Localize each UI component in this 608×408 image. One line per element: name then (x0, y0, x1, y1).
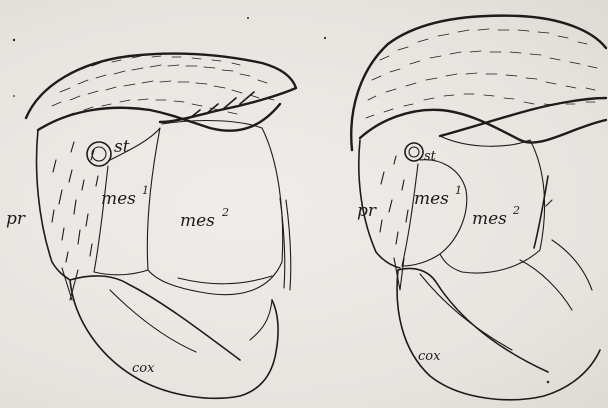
left-label-st: st (114, 137, 130, 157)
left-stigma-outer (87, 142, 111, 166)
right-coxa-outline (397, 270, 600, 400)
left-stigma-inner (92, 147, 106, 161)
right-mes2-outline (440, 136, 545, 273)
right-mes2-rear-tick (546, 200, 552, 206)
left-mes2-rear-line (286, 200, 291, 290)
right-stigma-outer (405, 143, 423, 161)
right-pr-hatching (380, 156, 408, 244)
left-coxa-top (70, 276, 240, 360)
left-coxa-outline (70, 280, 278, 398)
right-pr-mes1-suture (402, 164, 418, 266)
right-dorsal-sweep (440, 98, 606, 136)
right-label-mes2: mes (472, 209, 507, 229)
right-lower-curve (520, 260, 572, 310)
left-mes2-lower-line (178, 276, 272, 284)
right-label-mes1-sup: 1 (455, 184, 462, 197)
right-dorsal-lower-edge (360, 110, 606, 143)
right-dorsal-hatching (366, 29, 597, 118)
right-dorsal-outline (351, 16, 606, 150)
left-dorsal-hatching (52, 56, 274, 116)
right-label-mes1: mes (414, 189, 449, 209)
left-label-pr: pr (6, 209, 26, 229)
left-pr-hatching (52, 142, 98, 262)
left-label-mes2-sup: 2 (221, 206, 229, 219)
left-pr-mes1-suture (94, 166, 108, 272)
right-label-st: st (424, 149, 437, 164)
left-mes2-outline (148, 121, 283, 295)
left-dorsal-lower-edge (38, 104, 280, 131)
right-mes2-rear (534, 176, 548, 248)
right-coxa-inner (420, 274, 512, 350)
left-label-cox: cox (132, 361, 155, 376)
left-pr-outline (37, 130, 70, 280)
left-label-mes2: mes (180, 211, 215, 231)
right-stigma-inner (409, 147, 419, 157)
left-lower-curve (250, 300, 272, 340)
left-label-mes1-sup: 1 (142, 184, 149, 197)
left-coxa-inner (110, 290, 196, 352)
right-label-cox: cox (418, 349, 441, 364)
left-label-mes1: mes (101, 189, 136, 209)
left-figure: st pr mes 1 mes 2 cox (6, 54, 296, 399)
right-lower-curve-2 (552, 240, 592, 290)
right-label-mes2-sup: 2 (512, 204, 520, 217)
right-figure: st pr mes 1 mes 2 cox (351, 16, 606, 400)
right-label-pr: pr (357, 201, 377, 221)
